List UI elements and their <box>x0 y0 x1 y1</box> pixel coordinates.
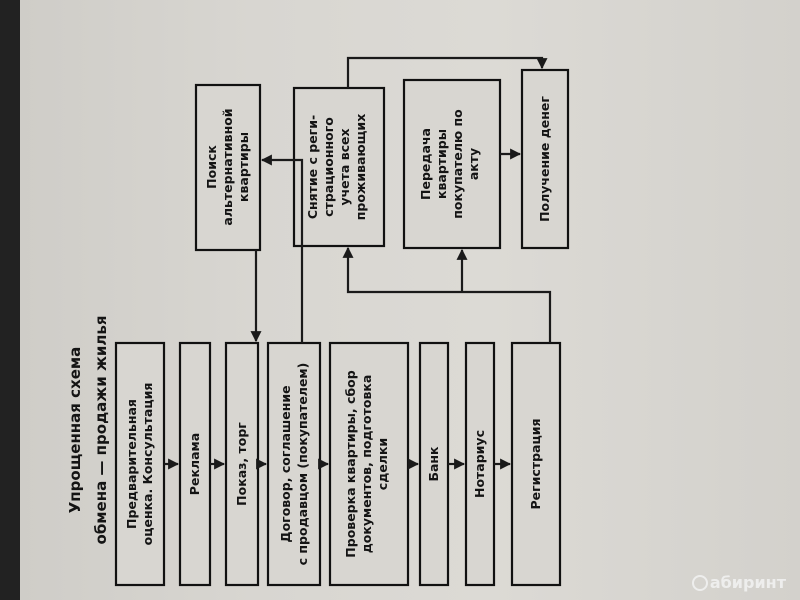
node-poisk-line-3: квартиры <box>236 132 251 202</box>
node-poluchenie: Получение денег <box>520 68 570 250</box>
node-proverka-line-2: документов, подготовка <box>359 375 374 554</box>
node-proverka: Проверка квартиры, сбор документов, подг… <box>328 341 410 587</box>
node-bank: Банк <box>418 341 450 587</box>
node-dogovor: Договор, соглашение с продавцом (покупат… <box>266 341 322 587</box>
arrow-dogovor-to-poisk <box>260 154 304 343</box>
node-pokaz: Показ, торг <box>224 341 260 587</box>
node-predvaritelnaya-line-1: Предварительная <box>124 399 139 529</box>
node-peredacha-line-1: Передача <box>418 128 433 200</box>
title-line-2: обмена — продажи жилья <box>92 316 110 545</box>
arrow-snyatie-to-poluchenie <box>346 56 548 88</box>
node-peredacha-line-3: покупателю по <box>450 109 465 219</box>
node-pokaz-line-1: Показ, торг <box>234 422 249 506</box>
node-dogovor-line-2: с продавцом (покупателем) <box>295 363 310 566</box>
node-snyatie: Снятие с реги- страционного учета всех п… <box>292 86 386 248</box>
node-notarius-line-1: Нотариус <box>472 430 487 498</box>
node-snyatie-line-2: страционного <box>321 117 336 217</box>
node-dogovor-line-1: Договор, соглашение <box>278 385 293 542</box>
arrow-registraciya-to-snyatie <box>342 246 552 343</box>
node-notarius: Нотариус <box>464 341 496 587</box>
node-registraciya: Регистрация <box>510 341 562 587</box>
node-peredacha: Передача квартиры покупателю по акту <box>402 78 502 250</box>
node-snyatie-line-3: учета всех <box>337 128 352 205</box>
node-registraciya-line-1: Регистрация <box>528 418 543 509</box>
node-snyatie-line-1: Снятие с реги- <box>305 115 320 219</box>
diagram-title: Упрощенная схема обмена — продажи жилья <box>66 316 110 545</box>
flow-diagram: Упрощенная схема обмена — продажи жилья … <box>66 56 570 587</box>
node-proverka-line-1: Проверка квартиры, сбор <box>343 370 358 557</box>
node-reklama: Реклама <box>178 341 212 587</box>
node-peredacha-line-4: акту <box>466 148 481 180</box>
node-peredacha-line-2: квартиры <box>434 129 449 199</box>
node-poluchenie-line-1: Получение денег <box>537 96 552 222</box>
node-predvaritelnaya: Предварительная оценка. Консультация <box>114 341 166 587</box>
watermark-logo: абиринт <box>691 573 786 592</box>
labirint-logo-icon <box>691 574 708 591</box>
watermark-text: абиринт <box>709 573 786 592</box>
node-poisk: Поиск альтернативной квартиры <box>194 83 262 252</box>
node-snyatie-line-4: проживающих <box>353 114 368 221</box>
node-bank-line-1: Банк <box>426 446 441 482</box>
title-line-1: Упрощенная схема <box>66 347 84 514</box>
node-poisk-line-1: Поиск <box>204 145 219 189</box>
node-predvaritelnaya-line-2: оценка. Консультация <box>140 383 155 546</box>
book-page: Упрощенная схема обмена — продажи жилья … <box>20 0 800 600</box>
node-proverka-line-3: сделки <box>375 438 390 490</box>
node-reklama-line-1: Реклама <box>187 433 202 495</box>
node-poisk-line-2: альтернативной <box>220 108 235 225</box>
